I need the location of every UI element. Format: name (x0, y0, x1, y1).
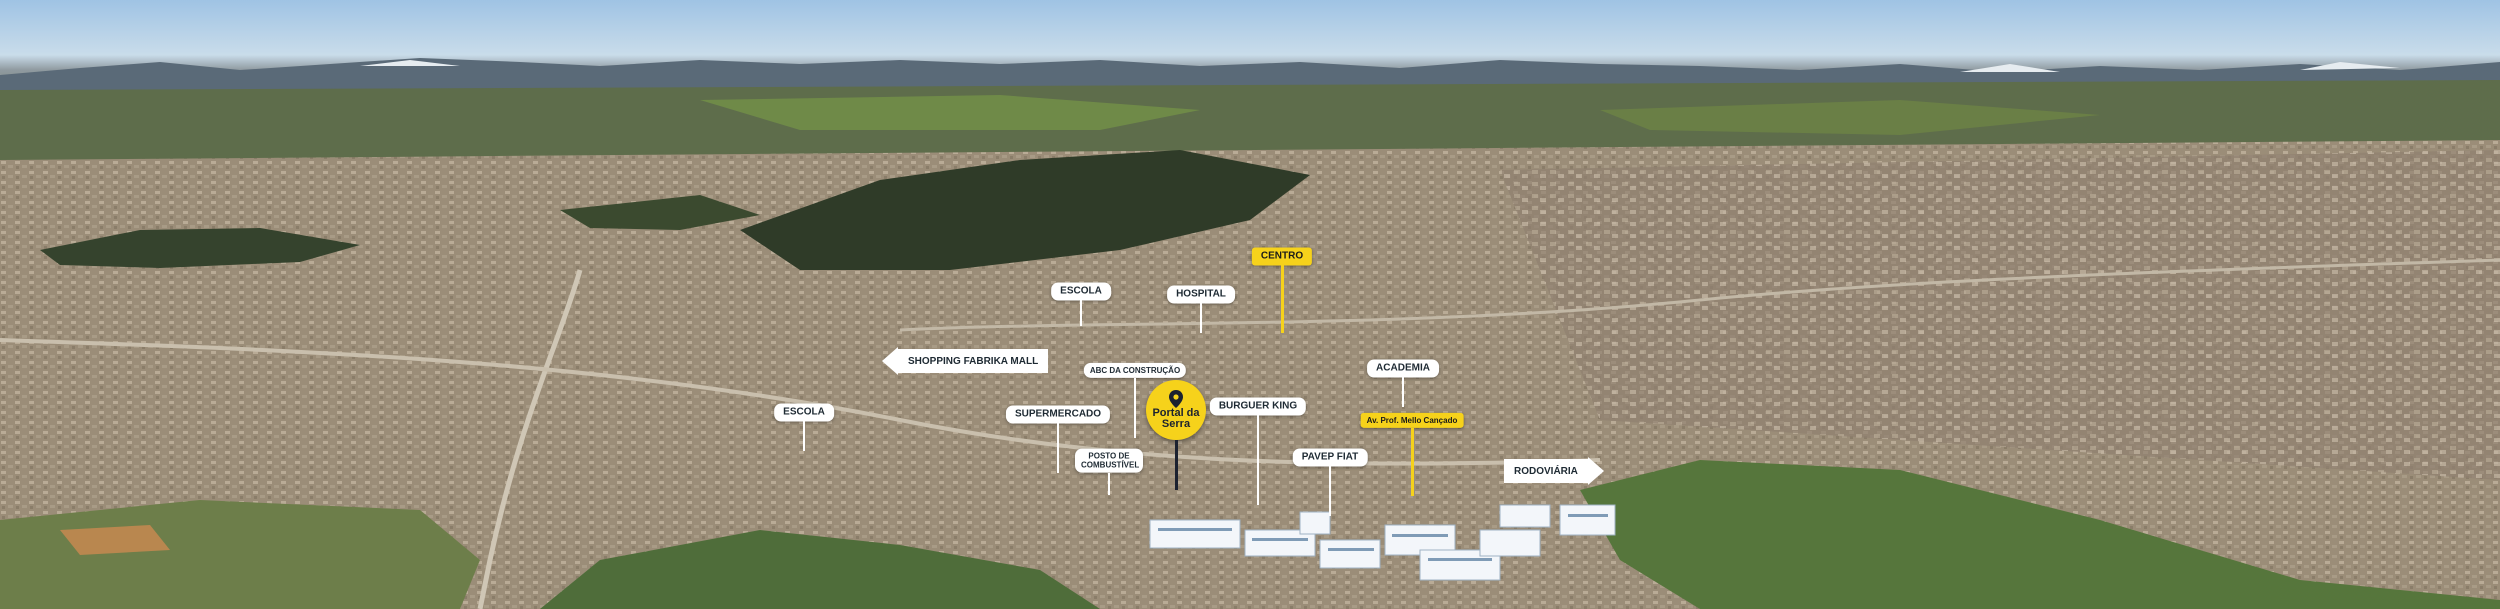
arrow-left-icon (882, 347, 898, 375)
poi-burguer-king-label: BURGUER KING (1209, 397, 1307, 415)
poi-av-mello-cancado-label: Av. Prof. Mello Cançado (1360, 412, 1464, 428)
arrow-shopping-fabrika-mall-label: SHOPPING FABRIKA MALL (898, 349, 1049, 373)
poi-hospital-stem (1200, 303, 1202, 333)
poi-posto-combustivel-label: POSTO DE COMBUSTÍVEL (1075, 448, 1143, 473)
arrow-right-icon (1587, 457, 1604, 485)
poi-burguer-king-stem (1257, 415, 1259, 505)
map-pin-icon (1169, 390, 1183, 408)
poi-academia-label: ACADEMIA (1367, 359, 1439, 377)
portal-da-serra-stem (1175, 440, 1178, 490)
poi-abc-construcao-stem (1134, 378, 1136, 438)
portal-da-serra-line1: Portal da (1152, 407, 1200, 419)
poi-av-mello-cancado-stem (1410, 428, 1414, 496)
poi-centro-stem (1280, 265, 1284, 333)
poi-supermercado-label: SUPERMERCADO (1005, 405, 1111, 423)
poi-academia-stem (1402, 377, 1404, 407)
arrow-shopping-fabrika-mall[interactable]: SHOPPING FABRIKA MALL (882, 347, 1049, 375)
poi-escola-west-label: ESCOLA (774, 403, 834, 421)
poi-abc-construcao-label: ABC DA CONSTRUÇÃO (1083, 362, 1187, 378)
poi-escola-north-stem (1080, 300, 1082, 326)
poi-pavep-fiat-stem (1329, 466, 1331, 516)
portal-da-serra-badge: Portal da Serra (1146, 380, 1206, 440)
poi-centro-label: CENTRO (1251, 247, 1313, 265)
poi-supermercado-stem (1057, 423, 1059, 473)
poi-escola-west-stem (803, 421, 805, 451)
poi-hospital-label: HOSPITAL (1167, 285, 1235, 303)
poi-posto-combustivel-stem (1108, 473, 1110, 495)
portal-da-serra-marker[interactable]: Portal da Serra (1146, 380, 1206, 490)
portal-da-serra-line2: Serra (1161, 418, 1191, 430)
poi-pavep-fiat-label: PAVEP FIAT (1292, 448, 1368, 466)
arrow-rodoviaria[interactable]: RODOVIÁRIA (1504, 457, 1604, 485)
arrow-rodoviaria-label: RODOVIÁRIA (1504, 459, 1588, 483)
poi-escola-north-label: ESCOLA (1051, 282, 1111, 300)
